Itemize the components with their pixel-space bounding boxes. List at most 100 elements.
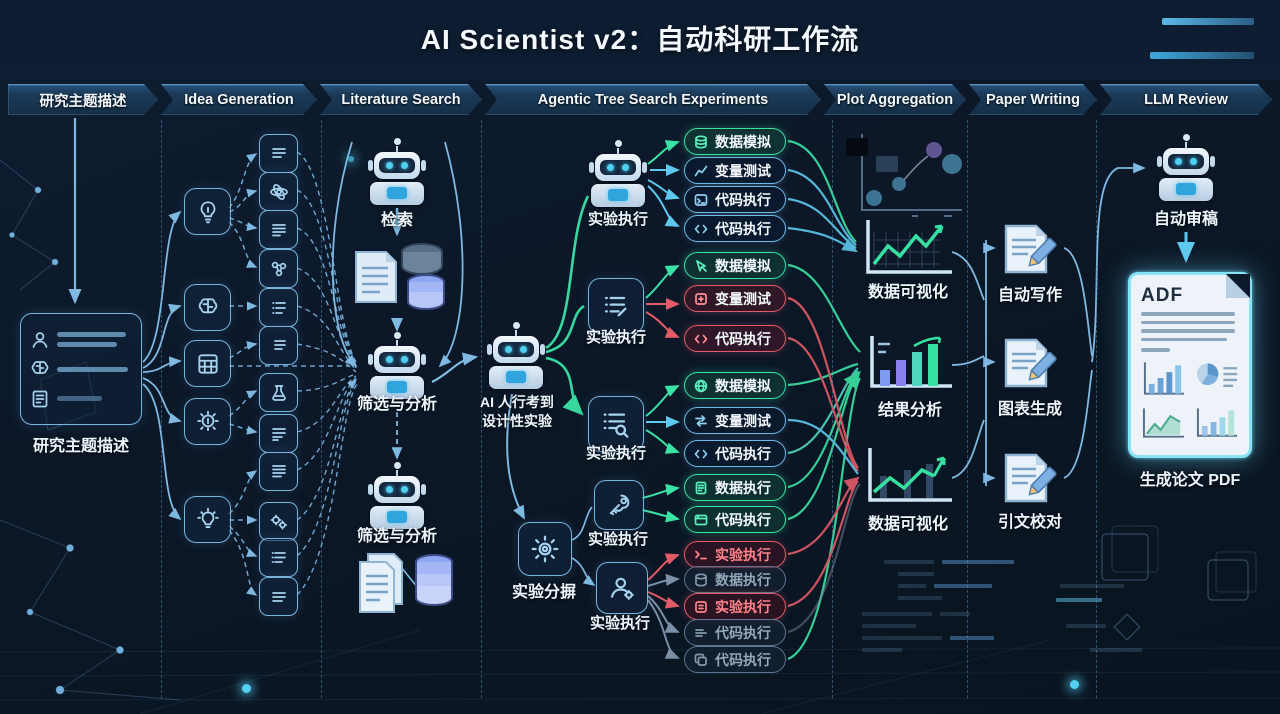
pill: 数据模拟 <box>684 252 786 279</box>
tree-group1-robot-icon <box>589 140 647 207</box>
pill-label: 代码执行 <box>715 191 771 208</box>
idea-node-bulb-gear <box>184 398 231 445</box>
pdf-header: ADF <box>1141 285 1184 306</box>
papers-database-icon <box>359 553 453 613</box>
tree-group2-label: 实验执行 <box>585 329 646 346</box>
column-separator <box>481 120 482 698</box>
column-separator <box>832 120 833 698</box>
stage-label: Idea Generation <box>184 92 294 108</box>
pill: 代码执行 <box>684 506 786 533</box>
pill: 数据模拟 <box>684 128 786 155</box>
pdf-area-chart <box>1142 407 1185 438</box>
experiment-analysis-node <box>518 522 572 576</box>
column-separator <box>161 120 162 698</box>
column-separator <box>321 120 322 698</box>
pill-label: 数据模拟 <box>715 133 771 150</box>
document-icon <box>695 481 707 494</box>
brain-icon <box>31 361 49 374</box>
pill-label: 数据模拟 <box>715 377 771 394</box>
globe-icon <box>694 379 708 392</box>
code-icon <box>694 224 708 233</box>
molecule-icon <box>271 261 286 276</box>
papers-database-icon <box>355 243 445 311</box>
experiment-design-label-2: 设计性实验 <box>482 413 552 429</box>
idea-node-brain <box>184 284 231 331</box>
page-fold <box>1226 274 1250 298</box>
idea-item-list-dense <box>259 452 298 491</box>
window-icon <box>694 514 708 525</box>
idea-item-gears <box>259 502 298 541</box>
gear-icon <box>531 535 559 563</box>
table-chart-icon <box>197 353 218 374</box>
tree-group5-label: 实验执行 <box>589 615 650 632</box>
tree-group4-node <box>594 480 644 530</box>
pdf-bar-chart <box>1143 361 1185 395</box>
doc-lines-icon <box>271 147 286 158</box>
pdf-pie-chart <box>1196 362 1238 387</box>
pill: 代码执行 <box>684 440 786 467</box>
idea-item-list <box>259 538 298 577</box>
square-icon <box>695 292 707 305</box>
database-icon <box>695 134 707 149</box>
doc-lines-icon <box>271 591 286 602</box>
idea-item-lines <box>259 577 298 616</box>
pill-label: 代码执行 <box>715 220 771 237</box>
pill-label: 变量测试 <box>715 290 771 307</box>
card-row <box>30 330 132 350</box>
pill-label: 实验执行 <box>715 598 771 615</box>
card-row <box>30 359 132 379</box>
retrieval-label: 检索 <box>380 212 413 229</box>
list-search-icon <box>603 413 629 438</box>
pill: 数据执行 <box>684 566 786 593</box>
idea-item-flask <box>259 373 298 412</box>
writing-doc-icon <box>1004 224 1057 274</box>
idea-item-list <box>259 414 298 453</box>
stage-label: Paper Writing <box>986 92 1080 108</box>
bulb-rays-icon <box>196 507 219 528</box>
pill: 数据模拟 <box>684 372 786 399</box>
lightbulb-icon <box>200 200 215 223</box>
pill: 实验执行 <box>684 541 786 568</box>
review-robot-label: 自动审稿 <box>1153 211 1218 228</box>
tree-group4-label: 实验执行 <box>587 531 648 548</box>
list-icon <box>271 301 286 314</box>
tree-group1-label: 实验执行 <box>587 211 648 228</box>
pill: 变量测试 <box>684 157 786 184</box>
gears-icon <box>270 514 287 530</box>
pill-label: 变量测试 <box>715 162 771 179</box>
tree-group3-label: 实验执行 <box>585 445 646 462</box>
stage-label: Literature Search <box>341 92 461 108</box>
glow-dot <box>242 684 251 693</box>
experiment-design-label-1: AI 人行考到 <box>480 394 554 410</box>
pill-label: 代码执行 <box>715 624 771 641</box>
plot-item-label-2: 结果分析 <box>877 402 942 419</box>
idea-item-doc <box>259 134 298 173</box>
research-topic-card <box>20 313 142 425</box>
stage-paper-writing: Paper Writing <box>969 84 1097 115</box>
result-analysis-chart-icon <box>870 336 952 388</box>
experiment-design-robot-icon <box>487 322 545 389</box>
stage-llm-review: LLM Review <box>1100 84 1272 115</box>
idea-node-table <box>184 340 231 387</box>
code-icon <box>694 334 708 343</box>
stage-research-topic: 研究主题描述 <box>8 84 158 115</box>
stage-label: LLM Review <box>1144 92 1228 108</box>
list-icon <box>271 427 286 441</box>
page-title: AI Scientist v2：自动科研工作流 <box>420 24 860 55</box>
key-leaf-icon <box>609 494 630 516</box>
square-icon <box>695 600 707 613</box>
pill-label: 代码执行 <box>715 651 771 668</box>
pill-label: 代码执行 <box>715 445 771 462</box>
list-icon <box>273 339 286 350</box>
pill-label: 变量测试 <box>715 412 771 429</box>
scatter-decoration <box>846 134 962 217</box>
generated-pdf-card: ADF <box>1128 272 1252 458</box>
progress-decoration <box>1150 52 1254 59</box>
filter-robot-icon-2 <box>368 462 426 529</box>
filter-label-2: 筛选与分析 <box>356 528 437 545</box>
pill: 实验执行 <box>684 593 786 620</box>
pill-label: 数据模拟 <box>715 257 771 274</box>
pill: 代码执行 <box>684 619 786 646</box>
terminal-icon <box>694 193 708 206</box>
person-gear-icon <box>610 577 634 600</box>
